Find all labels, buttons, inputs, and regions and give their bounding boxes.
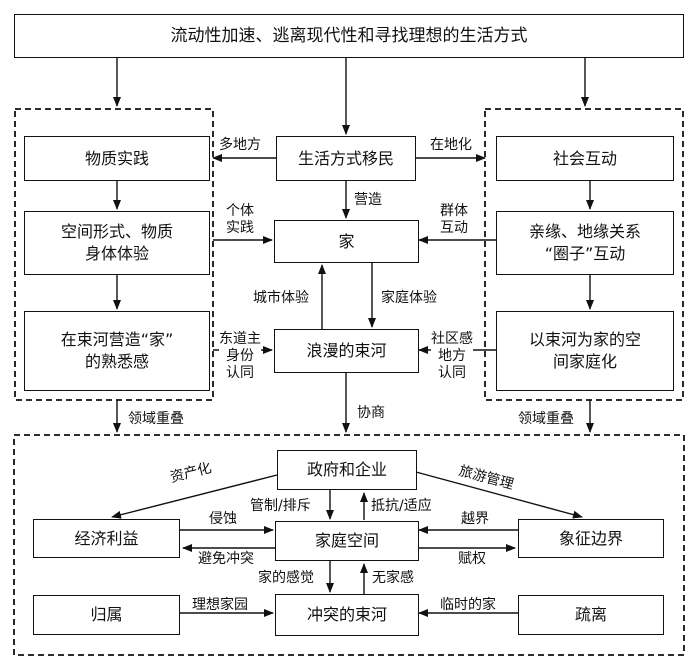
kin-relations-box: 亲缘、地缘关系 “圈子”互动 (496, 211, 674, 275)
label-create: 营造 (354, 192, 382, 208)
label-overlap-left: 领域重叠 (128, 411, 184, 427)
conflict-shuhe-box: 冲突的束河 (275, 594, 419, 636)
familiarity-box: 在束河营造“家” 的熟悉感 (24, 311, 210, 391)
label-group-interaction: 群体 互动 (440, 203, 468, 236)
social-interaction-box: 社会互动 (496, 136, 674, 181)
label-ideal-home: 理想家园 (192, 597, 248, 613)
label-no-home: 无家感 (372, 570, 414, 586)
romantic-shuhe-box: 浪漫的束河 (274, 329, 419, 373)
lifestyle-migrants-box: 生活方式移民 (276, 136, 416, 181)
space-form-box: 空间形式、物质 身体体验 (24, 211, 210, 275)
label-overlap-right: 领域重叠 (518, 411, 574, 427)
left-dashed-group (14, 108, 214, 401)
arrow-gov-to-symbolic (415, 471, 583, 519)
label-control-exclude: 管制/排斥 (250, 498, 311, 514)
label-family-experience: 家庭体验 (381, 290, 437, 306)
label-multi-place: 多地方 (219, 137, 261, 154)
top-box: 流动性加速、逃离现代性和寻找理想的生活方式 (14, 14, 684, 58)
alienation-box: 疏离 (518, 595, 664, 635)
gov-enterprise-box: 政府和企业 (277, 450, 417, 490)
label-avoid-conflict: 避免冲突 (198, 551, 254, 567)
label-temporary-home: 临时的家 (440, 597, 496, 613)
label-negotiation: 协商 (357, 405, 385, 421)
label-resist-adapt: 抵抗/适应 (371, 498, 432, 514)
label-host-identity: 东道主 身份 认同 (219, 331, 261, 382)
label-urban-experience: 城市体验 (253, 290, 309, 306)
arrow-gov-to-economic (111, 474, 278, 519)
right-dashed-group (484, 108, 684, 401)
domestication-box: 以束河为家的空 间家庭化 (496, 311, 674, 391)
label-community-identity: 社区感 地方 认同 (431, 331, 473, 382)
label-cross-boundary: 越界 (461, 511, 489, 527)
label-individual-practice: 个体 实践 (226, 203, 254, 236)
label-in-place: 在地化 (430, 137, 472, 154)
bottom-dashed-group (13, 434, 685, 656)
home-space-box: 家庭空间 (275, 521, 419, 561)
symbolic-boundary-box: 象征边界 (518, 519, 664, 558)
home-box: 家 (274, 220, 419, 263)
label-empower: 赋权 (458, 551, 486, 567)
economic-interest-box: 经济利益 (33, 519, 180, 558)
label-erode: 侵蚀 (209, 511, 237, 527)
belonging-box: 归属 (33, 595, 180, 635)
label-feeling-home: 家的感觉 (258, 570, 314, 586)
material-practice-box: 物质实践 (24, 136, 210, 181)
